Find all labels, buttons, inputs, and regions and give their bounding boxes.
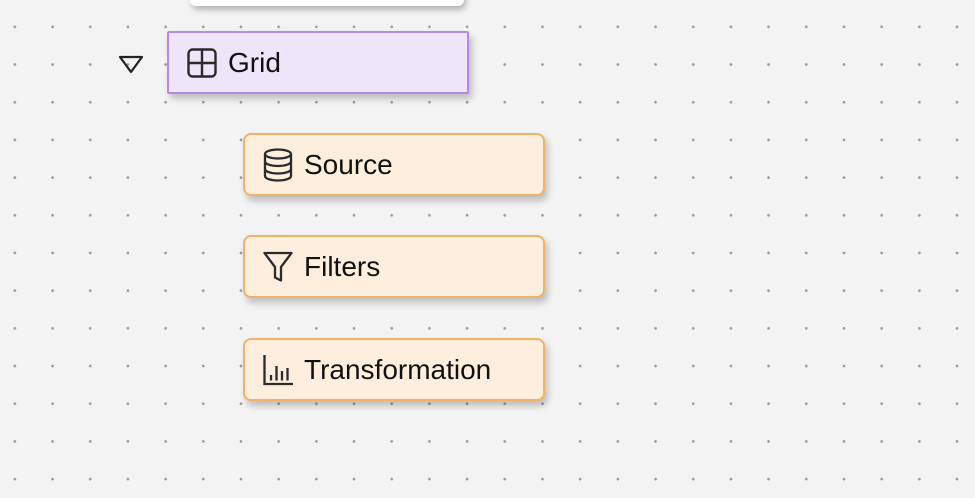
collapse-toggle[interactable] bbox=[114, 50, 148, 78]
transformation-node-label: Transformation bbox=[304, 353, 492, 385]
bar-chart-icon bbox=[261, 353, 295, 387]
partial-node[interactable] bbox=[190, 0, 464, 6]
filters-node-label: Filters bbox=[304, 250, 381, 282]
source-node[interactable]: Source bbox=[243, 133, 545, 196]
grid-icon bbox=[185, 46, 219, 80]
transformation-node[interactable]: Transformation bbox=[243, 338, 545, 401]
database-icon bbox=[261, 147, 295, 182]
filters-node[interactable]: Filters bbox=[243, 235, 545, 298]
grid-node[interactable]: Grid bbox=[167, 31, 469, 94]
source-node-label: Source bbox=[304, 148, 393, 180]
filter-icon bbox=[261, 250, 295, 284]
grid-node-label: Grid bbox=[228, 46, 281, 78]
triangle-down-icon bbox=[118, 55, 144, 74]
